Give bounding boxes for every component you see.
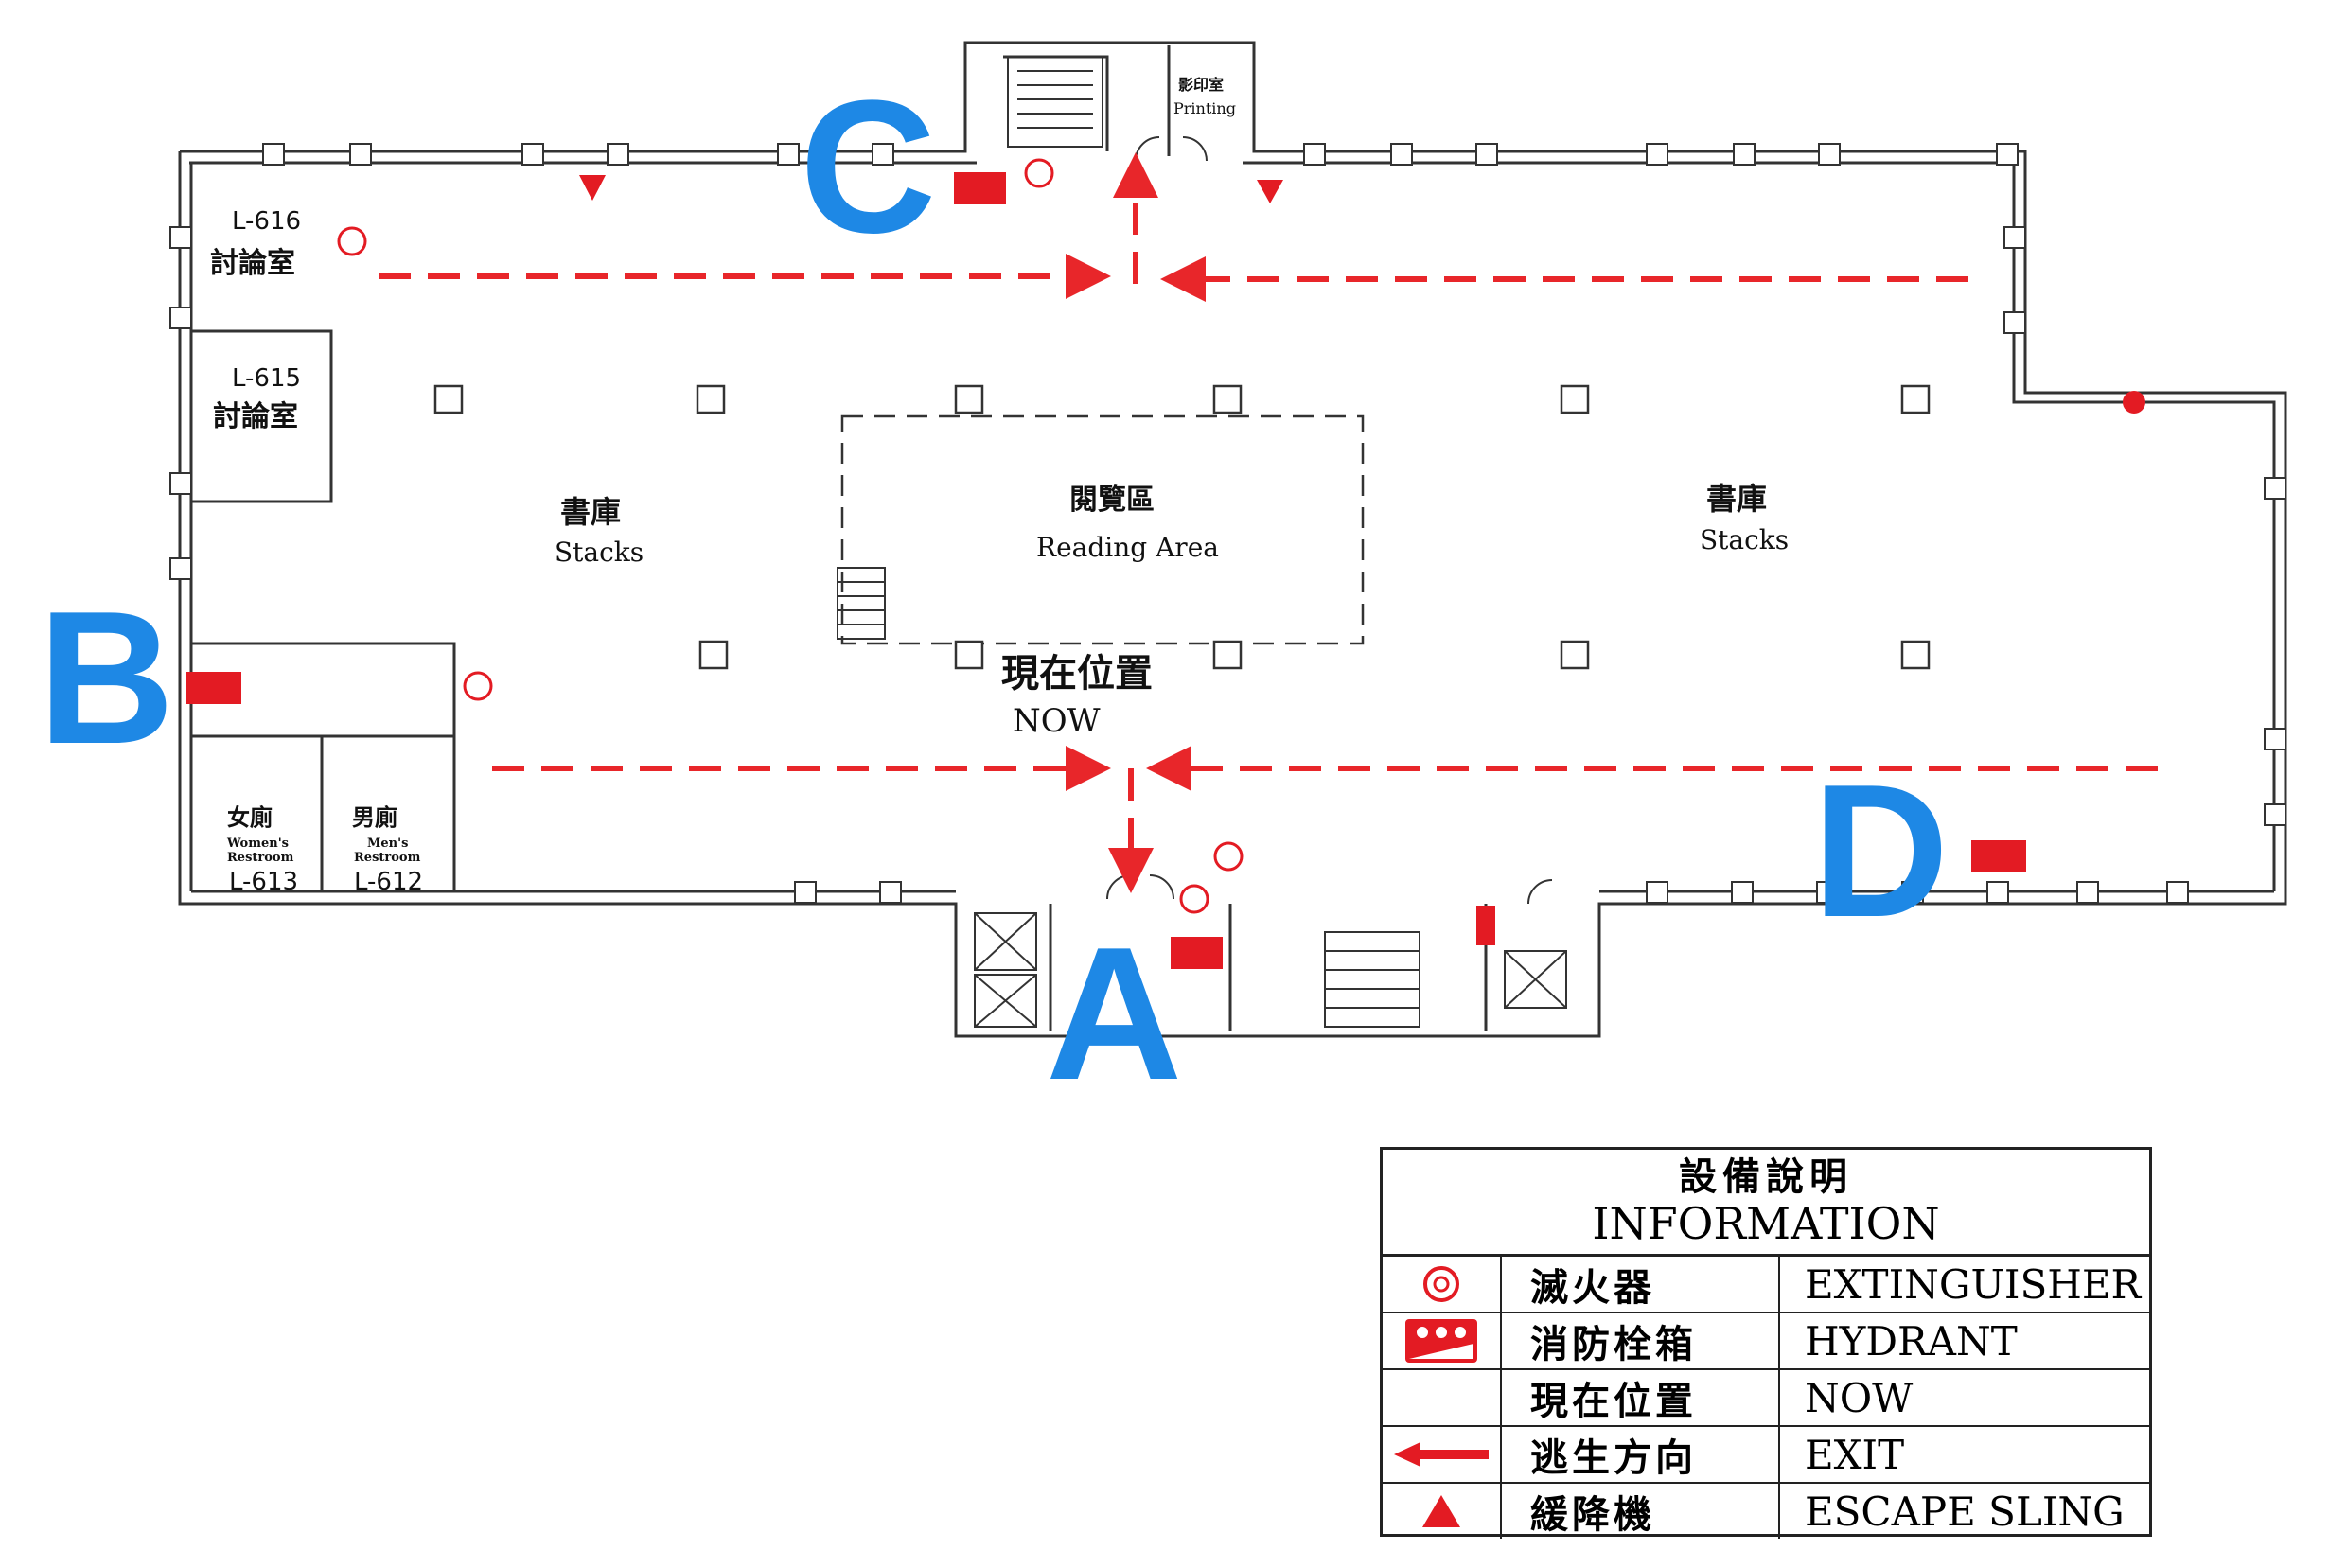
area-reading-zh: 閱覽區	[1069, 484, 1155, 517]
floor-plan: L-616 討論室 L-615 討論室 女廁 Women's Restroom …	[38, 41, 2287, 1088]
area-stacks-left-en: Stacks	[555, 537, 644, 568]
legend-row: 緩降機 ESCAPE SLING	[1383, 1482, 2149, 1539]
legend-panel: 設備說明 INFORMATION 滅火器 EXTINGUISHER 消防栓箱	[1380, 1147, 2152, 1539]
legend-title-zh: 設備說明	[1679, 1154, 1853, 1199]
room-l615-name: 討論室	[213, 400, 298, 433]
area-stacks-left-zh: 書庫	[560, 494, 621, 530]
now-label-zh: 現在位置	[1001, 651, 1153, 696]
exit-marker-b: B	[38, 573, 174, 784]
exit-route	[379, 152, 2158, 893]
legend-item-zh: 消防栓箱	[1501, 1312, 1780, 1369]
legend-table: 滅火器 EXTINGUISHER 消防栓箱 HYDRANT 現在位置 NOW	[1383, 1257, 2149, 1539]
window-markers	[169, 143, 2286, 904]
hydrant-icons	[186, 172, 2026, 969]
legend-item-en: HYDRANT	[1779, 1312, 2149, 1369]
room-l616-name: 討論室	[210, 247, 295, 280]
escape-sling-icons	[579, 175, 2145, 414]
legend-item-zh: 緩降機	[1501, 1482, 1780, 1539]
room-women-code: L-613	[229, 868, 298, 896]
legend-row: 逃生方向 EXIT	[1383, 1425, 2149, 1483]
room-women-en2: Restroom	[227, 851, 294, 865]
room-l616-code: L-616	[232, 207, 301, 236]
area-stacks-right-en: Stacks	[1700, 524, 1789, 555]
legend-item-en: EXTINGUISHER	[1805, 1260, 2142, 1308]
stairs	[837, 56, 1420, 1028]
exit-marker-a: A	[1046, 908, 1182, 1088]
room-men-zh: 男廁	[352, 803, 397, 831]
now-label-en: NOW	[1013, 702, 1101, 740]
legend-item-zh: 現在位置	[1501, 1368, 1780, 1426]
legend-row: 消防栓箱 HYDRANT	[1383, 1312, 2149, 1369]
room-men-code: L-612	[354, 868, 423, 896]
building-walls	[178, 41, 2287, 1038]
exit-arrow-icon	[1394, 1442, 1489, 1467]
extinguisher-icon	[1423, 1266, 1459, 1302]
extinguisher-icons	[337, 158, 1244, 914]
legend-row: 現在位置 NOW	[1383, 1368, 2149, 1426]
area-stacks-right-zh: 書庫	[1706, 481, 1767, 517]
legend-row: 滅火器 EXTINGUISHER	[1383, 1257, 2149, 1313]
legend-title-en: INFORMATION	[1592, 1198, 1940, 1249]
exit-marker-d: D	[1812, 746, 1949, 957]
room-printing-en: Printing	[1173, 99, 1236, 117]
room-printing-zh: 影印室	[1178, 76, 1224, 94]
legend-title: 設備說明 INFORMATION	[1383, 1150, 2149, 1257]
legend-item-zh: 滅火器	[1501, 1257, 1780, 1313]
columns	[433, 384, 1931, 670]
legend-item-zh: 逃生方向	[1501, 1425, 1780, 1483]
now-legend-blank	[1383, 1368, 1502, 1426]
room-women-en1: Women's	[226, 837, 289, 851]
room-l615-code: L-615	[232, 364, 301, 393]
legend-item-en: ESCAPE SLING	[1779, 1482, 2149, 1539]
legend-item-en: NOW	[1779, 1368, 2149, 1426]
room-women-zh: 女廁	[227, 803, 273, 831]
escape-sling-icon	[1422, 1495, 1460, 1527]
room-men-en1: Men's	[367, 837, 408, 851]
hydrant-icon	[1405, 1319, 1477, 1363]
area-reading-en: Reading Area	[1036, 532, 1219, 563]
elevators	[974, 912, 1567, 1028]
doors	[1106, 136, 1553, 905]
exit-marker-c: C	[800, 62, 936, 273]
room-men-en2: Restroom	[354, 851, 421, 865]
legend-item-en: EXIT	[1779, 1425, 2149, 1483]
